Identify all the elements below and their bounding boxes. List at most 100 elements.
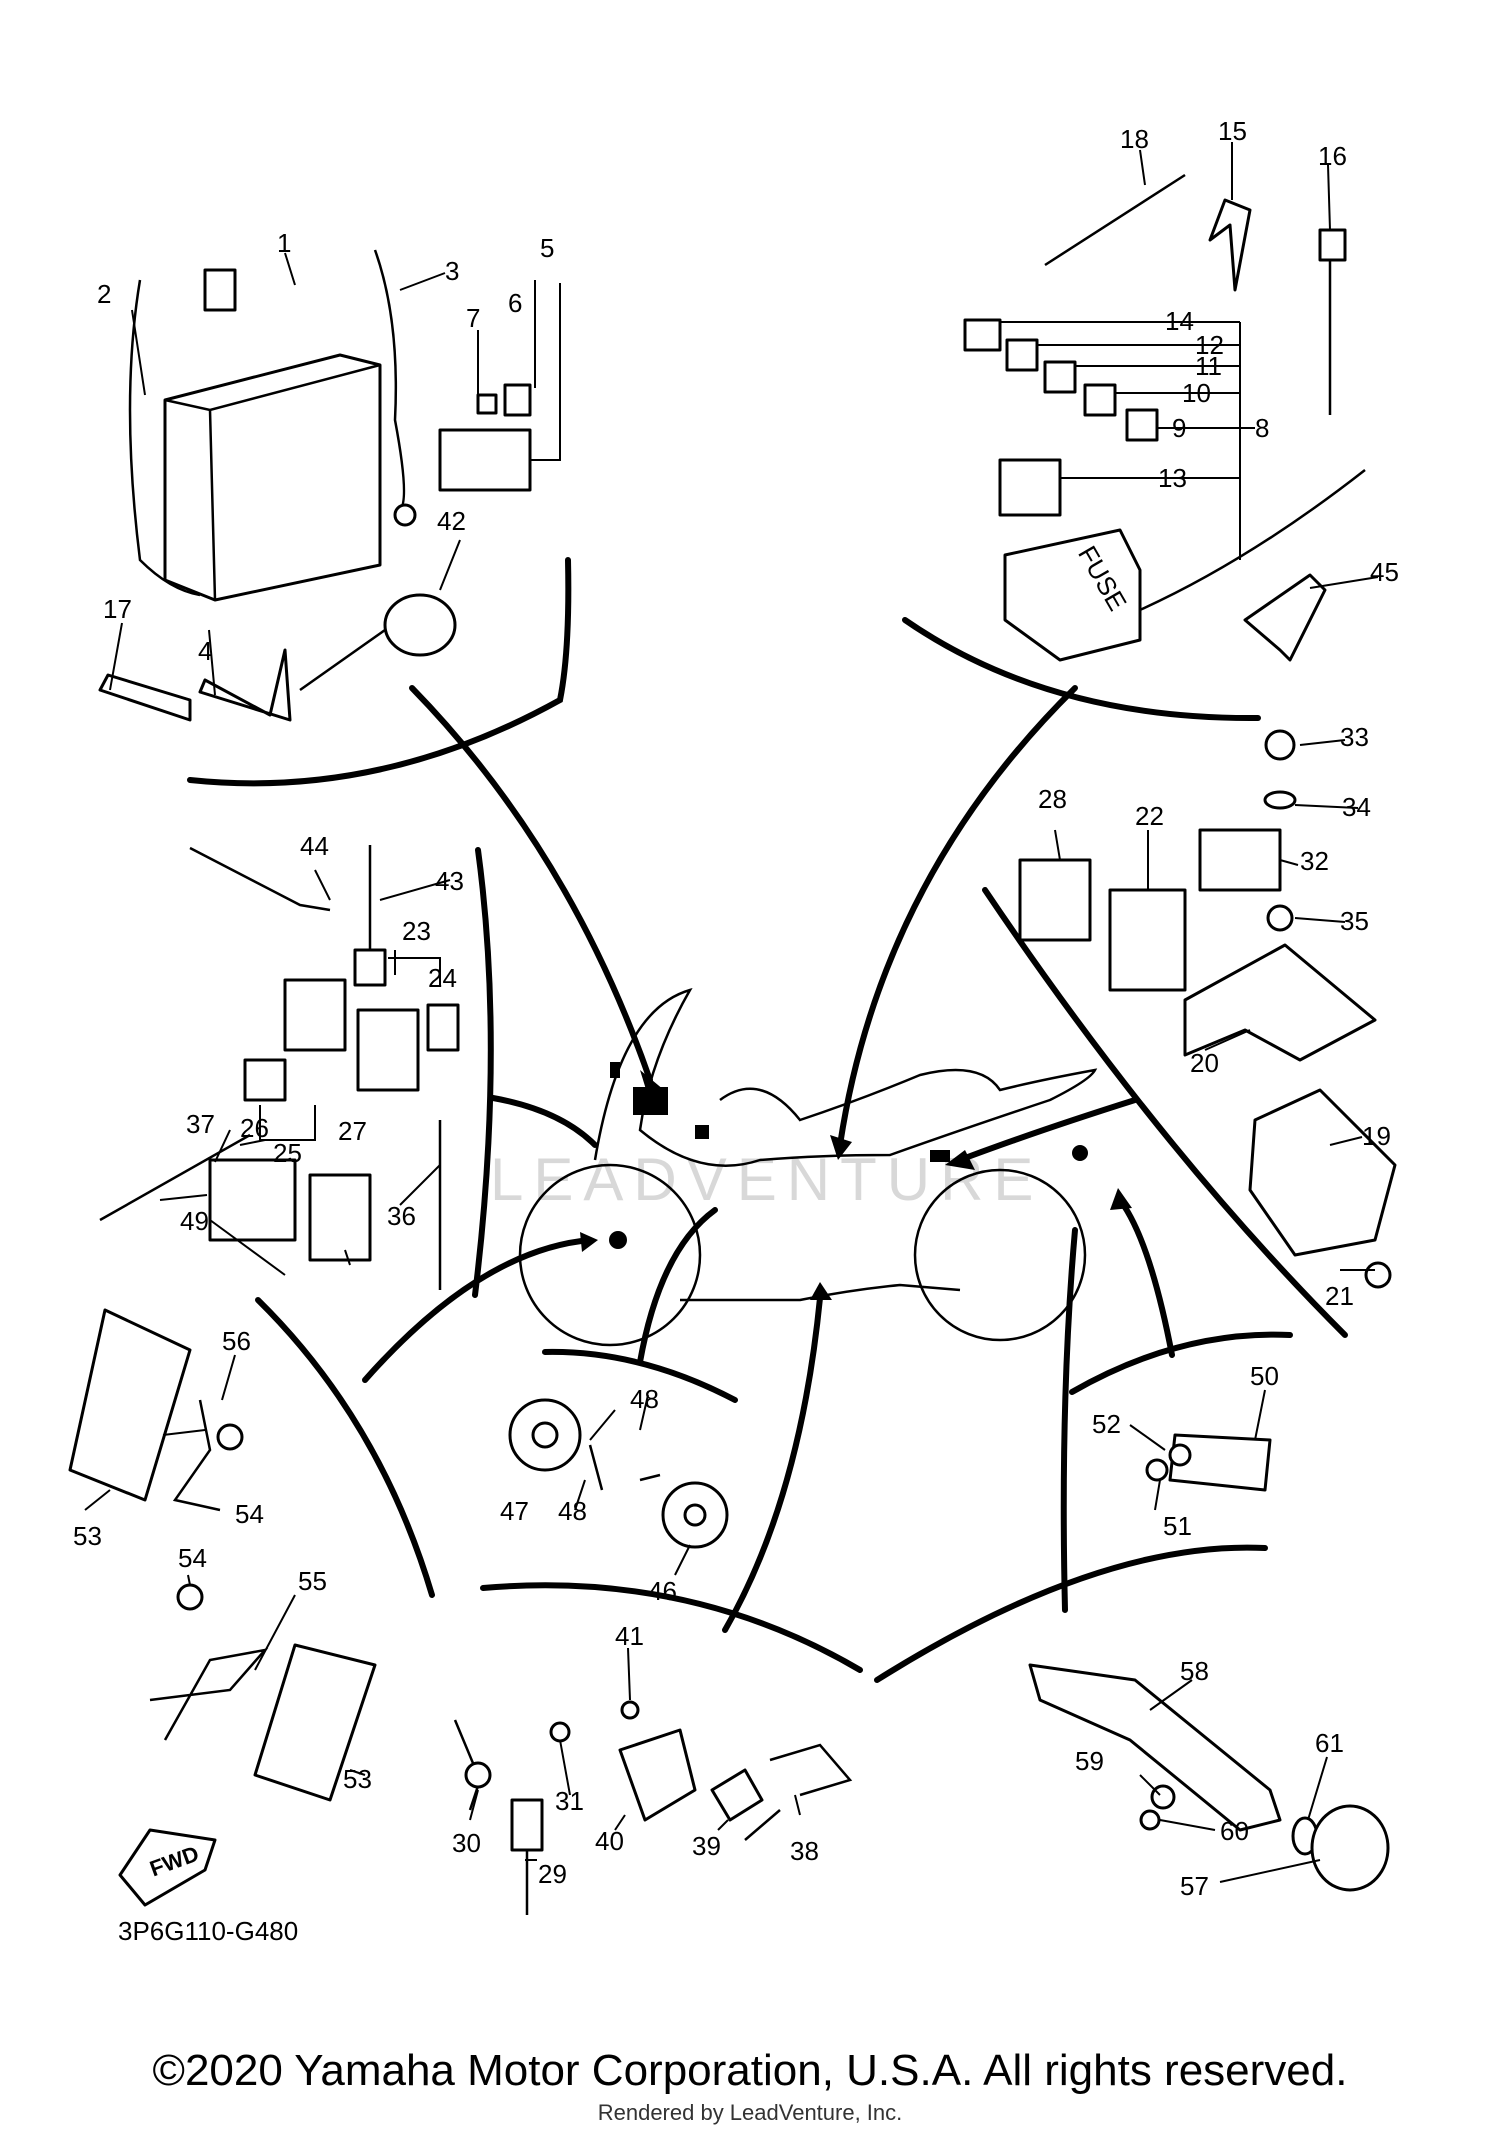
bracket-25 (259, 1105, 316, 1141)
arrow-rear-reflector (1117, 1197, 1175, 1358)
wire-harness (1139, 469, 1366, 612)
relay-fuse (503, 383, 532, 417)
reflector-rear-group-frame (1069, 1331, 1293, 1395)
part-label: 19 (1362, 1121, 1391, 1151)
front-reflector-group: FWD (68, 1308, 377, 1907)
relay-49 (208, 1158, 297, 1242)
relay-27 (308, 1173, 372, 1262)
cable-tie-37 (99, 1133, 251, 1222)
negative-lead (128, 279, 201, 597)
part-label: 9 (1172, 413, 1186, 443)
relay-28 (1018, 858, 1092, 942)
part-label: 46 (648, 1576, 677, 1606)
part-label: 57 (1180, 1871, 1209, 1901)
battery-group (98, 249, 532, 722)
bracket-55 (149, 1648, 269, 1741)
part-label: 34 (1342, 792, 1371, 822)
socket-lead (299, 628, 386, 692)
arrowhead-flasher (945, 1150, 975, 1170)
plate-group (1028, 1663, 1390, 1892)
relay-26b (243, 1058, 287, 1102)
part-label: 39 (692, 1831, 721, 1861)
part-label: 13 (1158, 463, 1187, 493)
fuse-mark (930, 1150, 950, 1162)
battery-terminal-cap (203, 268, 237, 312)
part-label: 48 (630, 1384, 659, 1414)
mount-mark-2 (695, 1125, 709, 1139)
relay-24 (426, 1003, 460, 1052)
rear-wheel (913, 1168, 1087, 1342)
flasher-group-frame (982, 887, 1348, 1338)
relay-26 (283, 978, 347, 1052)
cap-57 (1310, 1804, 1390, 1892)
switch-29 (510, 1798, 544, 1852)
part-label: 37 (186, 1109, 215, 1139)
reflector-50 (1168, 1433, 1272, 1492)
arrow-battery (409, 685, 653, 1083)
screw-41 (620, 1700, 640, 1720)
part-label: 40 (595, 1826, 624, 1856)
reflector-group-frame (255, 1297, 435, 1598)
battery-edges (164, 363, 381, 601)
relay-bolt (476, 393, 498, 415)
rear-mount-point (1072, 1145, 1088, 1161)
part-label: 5 (540, 233, 554, 263)
fuse-9 (1125, 408, 1159, 442)
fuse-12 (1005, 338, 1039, 372)
arrowhead-rear-reflector (1110, 1188, 1132, 1210)
diagram-code: 3P6G110-G480 (118, 1916, 299, 1946)
part-label: 7 (466, 303, 480, 333)
part-label: 12 (1195, 330, 1224, 360)
motorcycle-outline (518, 987, 1098, 1347)
reflector-53-bottom (253, 1643, 377, 1802)
mount-mark-1 (610, 1062, 620, 1078)
arrow-fuse (837, 685, 1078, 1148)
part-label: 3 (445, 256, 459, 286)
part-label: 58 (1180, 1656, 1209, 1686)
part-label: 27 (338, 1116, 367, 1146)
part-label: 11 (1195, 351, 1222, 381)
bracket-30-hole (464, 1761, 492, 1789)
front-mount-point (609, 1231, 627, 1249)
relay-group-frame (472, 847, 494, 1298)
ecu-19 (1248, 1088, 1397, 1257)
part-label: 54 (178, 1543, 207, 1573)
horn-47-center (531, 1421, 559, 1449)
cable-tie-45 (1243, 573, 1327, 662)
nut-54-bottom (176, 1583, 204, 1611)
part-label: 16 (1318, 141, 1347, 171)
part-label: 35 (1340, 906, 1369, 936)
part-label: 20 (1190, 1048, 1219, 1078)
part-label: 24 (428, 963, 457, 993)
part-label: 14 (1165, 306, 1194, 336)
part-label: 47 (500, 1496, 529, 1526)
fuse-leaders (1000, 321, 1255, 560)
bracket-56 (172, 1399, 221, 1512)
battery-group-frame (187, 557, 572, 787)
part-label: 18 (1120, 124, 1149, 154)
part-label: 4 (198, 636, 212, 666)
nut-51 (1145, 1458, 1169, 1482)
fwd-arrow (118, 1828, 217, 1907)
lead-44 (189, 846, 331, 912)
part-label: 55 (298, 1566, 327, 1596)
fuse-group: FUSE (963, 173, 1366, 662)
part-label: 49 (180, 1206, 209, 1236)
body-outline (593, 987, 1098, 1167)
cable-tie-15 (1208, 198, 1252, 292)
cable-tie-4 (198, 648, 292, 722)
part-number-labels: 1 2 3 4 5 6 7 8 9 10 11 12 13 14 15 16 1… (73, 116, 1399, 1901)
label-leaders (84, 142, 1379, 1883)
nut-54-top (216, 1423, 244, 1451)
horn-group (508, 1398, 729, 1549)
part-label: 1 (277, 228, 291, 258)
connector-43 (353, 948, 387, 987)
part-label: 25 (273, 1138, 302, 1168)
part-label: 38 (790, 1836, 819, 1866)
arrow-relay (490, 1095, 598, 1148)
part-label: 2 (97, 279, 111, 309)
grommet-21 (1364, 1261, 1392, 1289)
arrow-reflector (362, 1237, 593, 1383)
battery (163, 353, 382, 602)
relay-23 (356, 1008, 420, 1092)
